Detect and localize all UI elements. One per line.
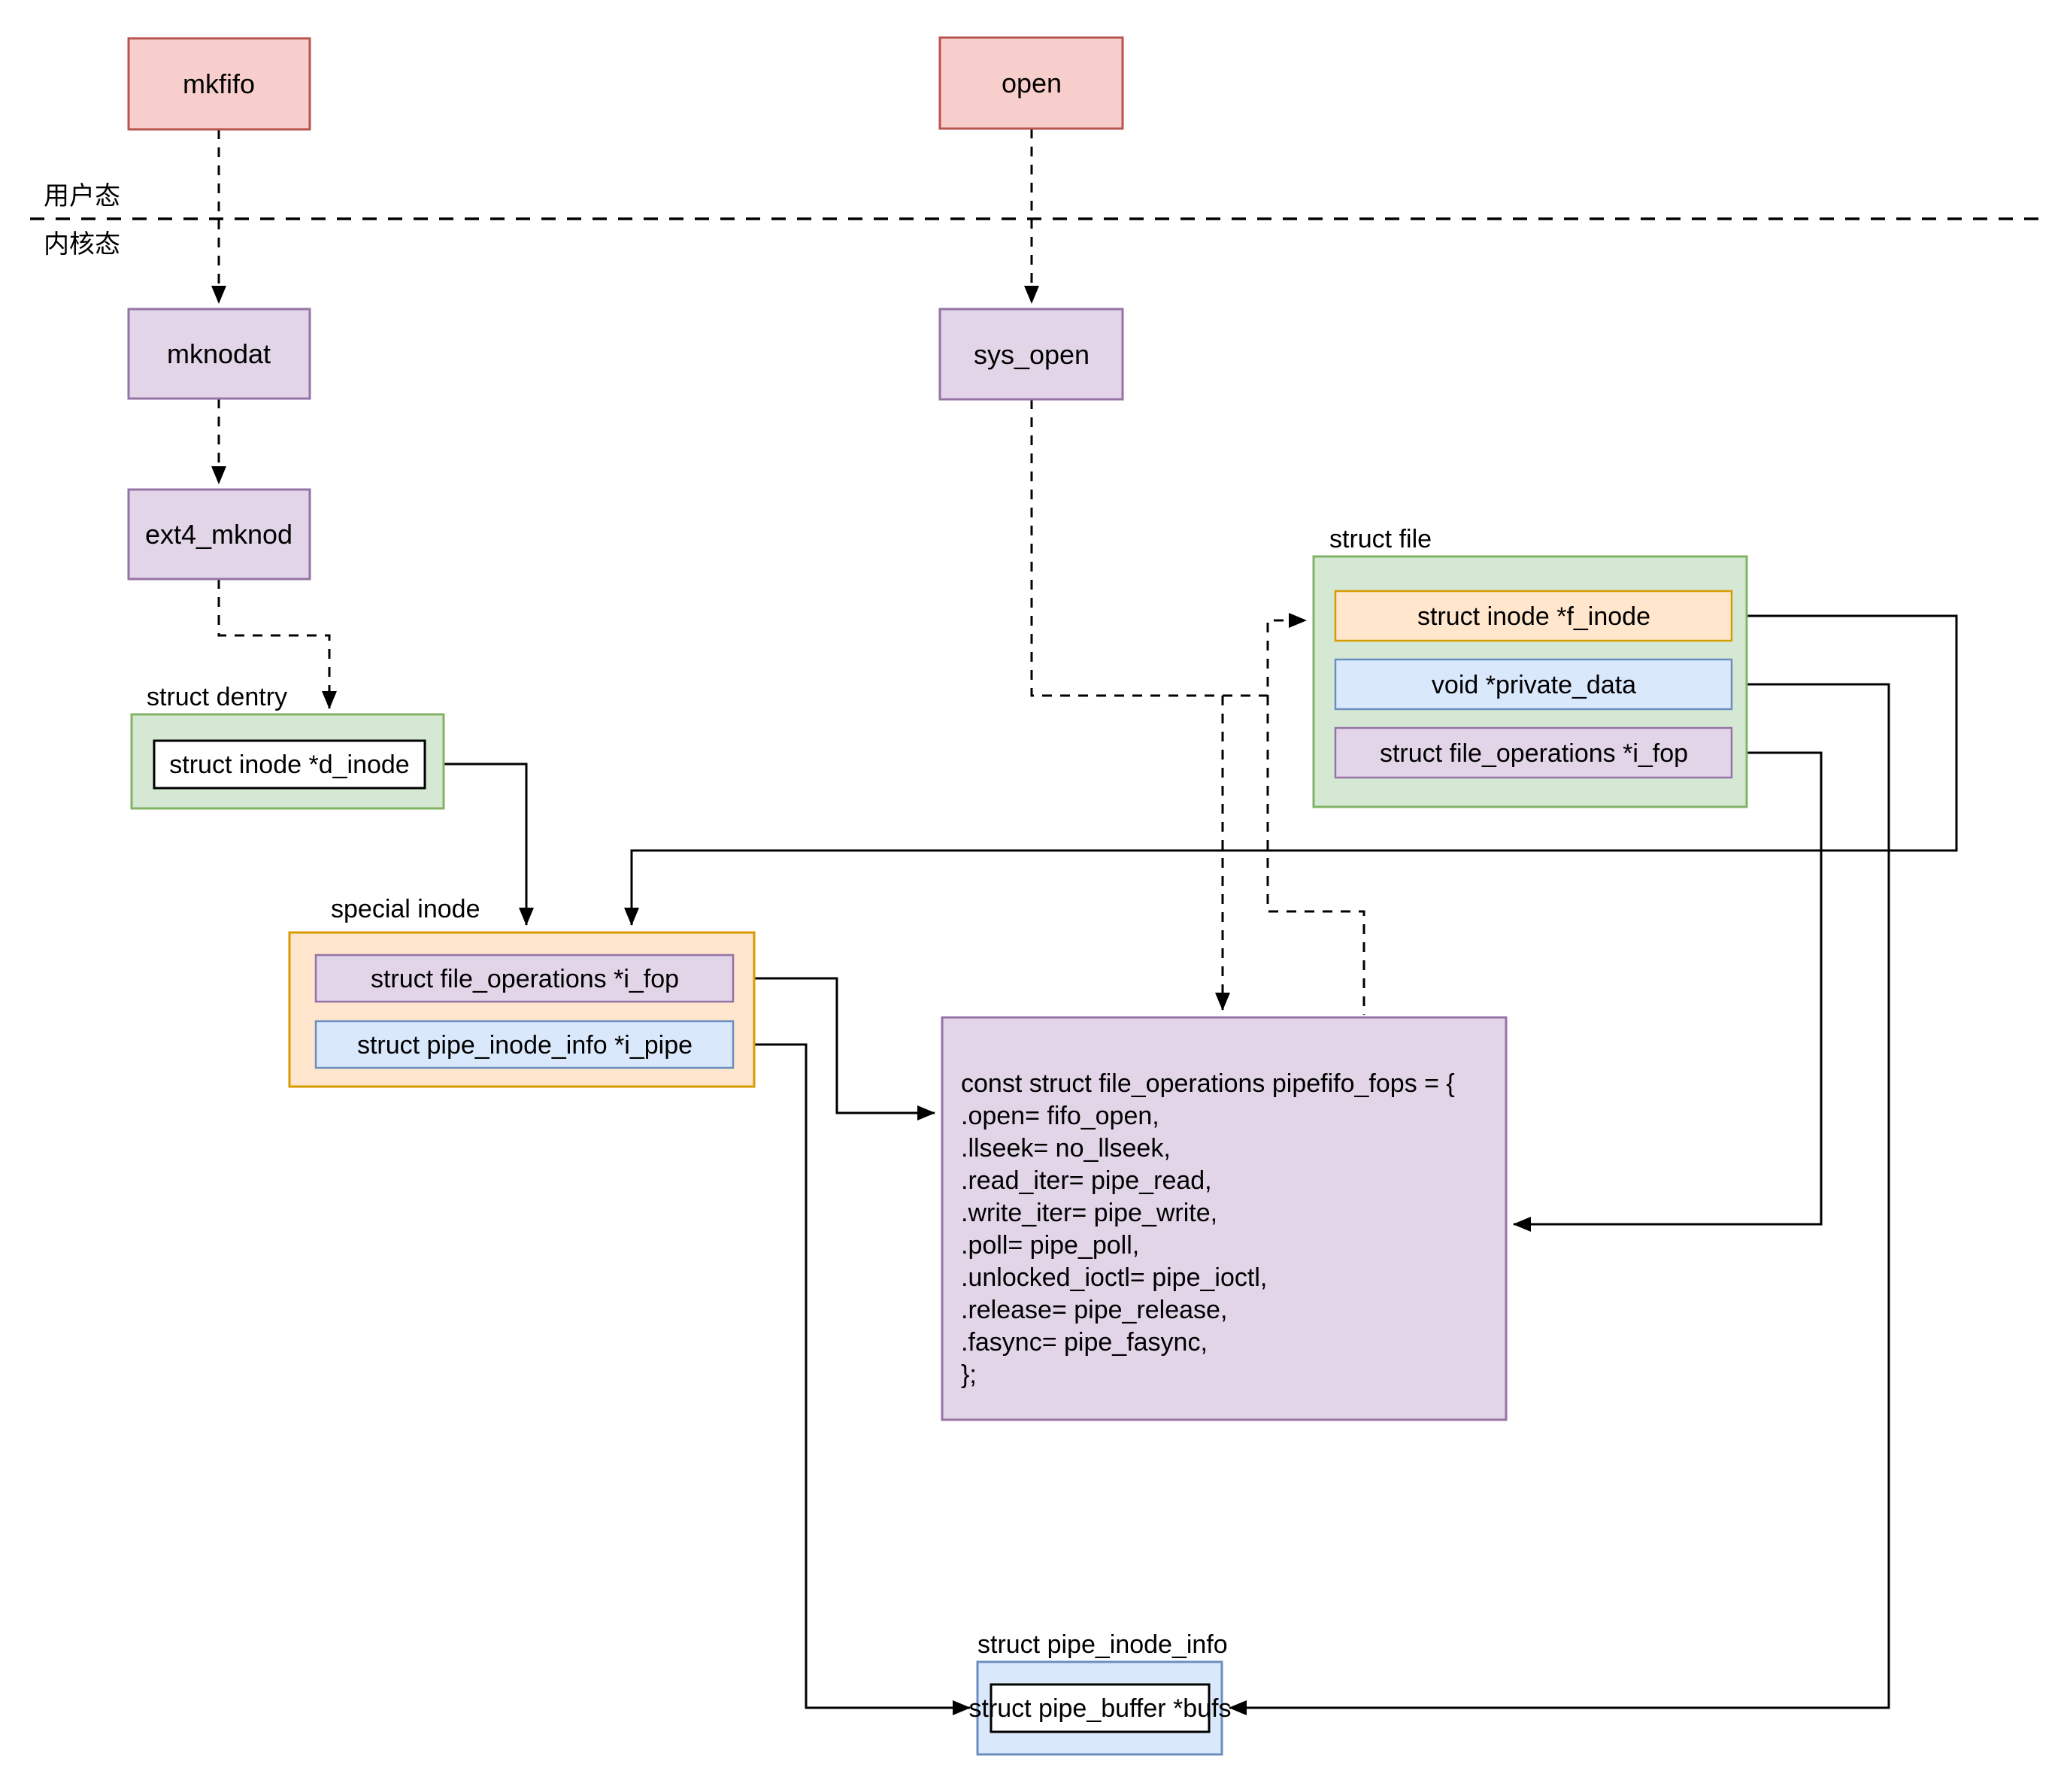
special-i-fop-field-label: struct file_operations *i_fop bbox=[371, 965, 679, 993]
f-inode-field-label: struct inode *f_inode bbox=[1417, 602, 1650, 631]
node-mknodat: mknodat bbox=[127, 308, 311, 400]
pipefifo-fops-line: .open= fifo_open, bbox=[961, 1102, 1159, 1130]
edge-special-i-fop-to-pipefifo-fops bbox=[733, 977, 935, 1120]
edge-f-inode-to-special-inode bbox=[624, 614, 1958, 926]
pipefifo-fops-line: .fasync= pipe_fasync, bbox=[961, 1328, 1208, 1357]
sys-open-label: sys_open bbox=[974, 339, 1090, 370]
open-box bbox=[938, 36, 1124, 130]
special-i-fop-field-box bbox=[314, 954, 735, 1003]
private-data-field-label: void *private_data bbox=[1432, 671, 1636, 699]
edge-branch-to-pipefifo-fops-top bbox=[1266, 696, 1365, 1015]
special-inode-title: special inode bbox=[331, 895, 480, 923]
edge-file-i-fop-to-pipefifo-fops bbox=[1513, 751, 1823, 1232]
pipe-inode-info-title: struct pipe_inode_info bbox=[977, 1630, 1228, 1659]
file-i-fop-field-box bbox=[1334, 726, 1733, 779]
edge-ext4-mknod-to-dentry bbox=[217, 579, 337, 709]
i-pipe-field-label: struct pipe_inode_info *i_pipe bbox=[357, 1031, 693, 1060]
ext4-mknod-label: ext4_mknod bbox=[145, 519, 292, 550]
pipefifo-fops-line: .llseek= no_llseek, bbox=[961, 1134, 1171, 1163]
edge-d-inode-to-special-inode bbox=[425, 763, 534, 926]
pipefifo-fops-box bbox=[941, 1016, 1508, 1421]
edge-private-data-to-pipe-inode-info bbox=[1229, 683, 1890, 1715]
mknodat-label: mknodat bbox=[167, 338, 271, 369]
user-mode-label: 用户态 bbox=[44, 182, 120, 211]
pipefifo-fops: const struct file_operations pipefifo_fo… bbox=[941, 1016, 1508, 1421]
struct-file-title: struct file bbox=[1329, 525, 1432, 553]
pipefifo-fops-line: }; bbox=[961, 1360, 977, 1389]
mknodat-box bbox=[127, 308, 311, 400]
ext4-mknod-box bbox=[127, 488, 311, 581]
pipe-buffer-bufs-field-label: struct pipe_buffer *bufs bbox=[968, 1694, 1231, 1723]
node-sys-open: sys_open bbox=[938, 308, 1124, 401]
node-ext4-mknod: ext4_mknod bbox=[127, 488, 311, 581]
pipefifo-fops-line: .release= pipe_release, bbox=[961, 1296, 1227, 1324]
pipefifo-fops-line: .poll= pipe_poll, bbox=[961, 1231, 1139, 1260]
kernel-mode-label: 内核态 bbox=[44, 230, 120, 259]
pipefifo-fops-line: .write_iter= pipe_write, bbox=[961, 1199, 1217, 1227]
d-inode-field-box bbox=[153, 739, 426, 790]
struct-dentry-title: struct dentry bbox=[147, 683, 287, 711]
d-inode-field-label: struct inode *d_inode bbox=[169, 750, 409, 779]
pipefifo-fops-line: const struct file_operations pipefifo_fo… bbox=[961, 1069, 1455, 1098]
pipefifo-fops-line: .unlocked_ioctl= pipe_ioctl, bbox=[961, 1263, 1267, 1292]
f-inode-field-box bbox=[1334, 590, 1733, 642]
edge-i-pipe-to-pipe-inode-info bbox=[733, 1043, 971, 1715]
private-data-field-box bbox=[1334, 658, 1733, 711]
mkfifo-box bbox=[127, 37, 311, 131]
pipe-buffer-bufs-field-box bbox=[990, 1683, 1211, 1733]
edge-sys-open-to-struct-file bbox=[1030, 399, 1307, 697]
struct-pipe-inode-info: struct pipe_inode_info struct pipe_buffe… bbox=[968, 1630, 1232, 1756]
open-label: open bbox=[1002, 68, 1062, 99]
struct-dentry: struct dentry struct inode *d_inode bbox=[130, 683, 445, 810]
pipefifo-fops-line: .read_iter= pipe_read, bbox=[961, 1166, 1212, 1195]
i-pipe-field-box bbox=[314, 1020, 735, 1069]
sys-open-box bbox=[938, 308, 1124, 401]
struct-file: struct file struct inode *f_inode void *… bbox=[1312, 525, 1748, 808]
mkfifo-label: mkfifo bbox=[183, 68, 255, 99]
node-mkfifo: mkfifo bbox=[127, 37, 311, 131]
special-inode: special inode struct file_operations *i_… bbox=[288, 895, 756, 1088]
file-i-fop-field-label: struct file_operations *i_fop bbox=[1380, 739, 1688, 768]
node-open: open bbox=[938, 36, 1124, 130]
